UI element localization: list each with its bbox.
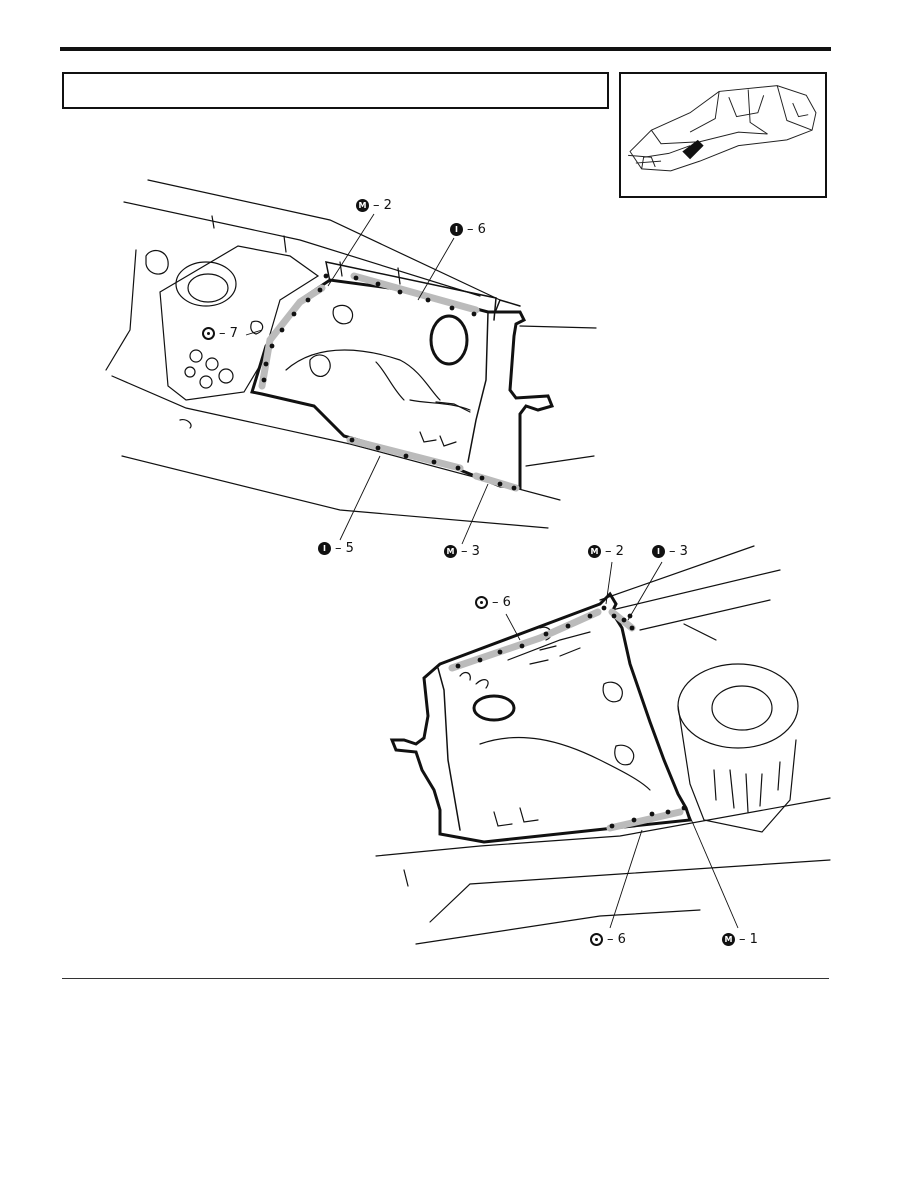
car-body-locator-icon (628, 85, 817, 172)
weld-symbol-i-icon: I (652, 545, 665, 558)
upper-view (105, 179, 597, 529)
lower-leader-lines (505, 561, 739, 929)
lower-view (375, 545, 831, 945)
callout-label: – 5 (335, 541, 354, 556)
callout-label: – 3 (669, 544, 688, 559)
title-box (62, 72, 609, 109)
callout-label: – 3 (461, 544, 480, 559)
callout-top-i6: I – 6 (450, 222, 486, 237)
callout-top-i5: I – 5 (318, 541, 354, 556)
upper-weld-points (261, 273, 517, 491)
locator-diagram (619, 72, 827, 198)
footer-rule (62, 978, 829, 979)
weld-symbol-m-icon: M (588, 545, 601, 558)
callout-label: – 2 (605, 544, 624, 559)
callout-label: – 7 (219, 326, 238, 341)
callout-top-m2: M – 2 (356, 198, 392, 213)
weld-symbol-ring-icon (202, 327, 215, 340)
callout-bot-o6b: – 6 (590, 932, 626, 947)
weld-symbol-i-icon: I (318, 542, 331, 555)
callout-label: – 1 (739, 932, 758, 947)
weld-symbol-m-icon: M (444, 545, 457, 558)
weld-symbol-m-icon: M (356, 199, 369, 212)
callout-bot-m2: M – 2 (588, 544, 624, 559)
callout-label: – 6 (467, 222, 486, 237)
weld-symbol-ring-icon (590, 933, 603, 946)
callout-label: – 6 (607, 932, 626, 947)
callout-label: – 6 (492, 595, 511, 610)
callout-bot-m1: M – 1 (722, 932, 758, 947)
callout-top-m3: M – 3 (444, 544, 480, 559)
header-rule (60, 47, 831, 51)
callout-bot-o6a: – 6 (475, 595, 511, 610)
callout-top-o7: – 7 (202, 326, 238, 341)
lower-weld-points (455, 605, 687, 829)
callout-bot-i3: I – 3 (652, 544, 688, 559)
weld-symbol-i-icon: I (450, 223, 463, 236)
weld-symbol-m-icon: M (722, 933, 735, 946)
weld-symbol-ring-icon (475, 596, 488, 609)
upper-leader-lines (245, 213, 489, 545)
callout-label: – 2 (373, 198, 392, 213)
